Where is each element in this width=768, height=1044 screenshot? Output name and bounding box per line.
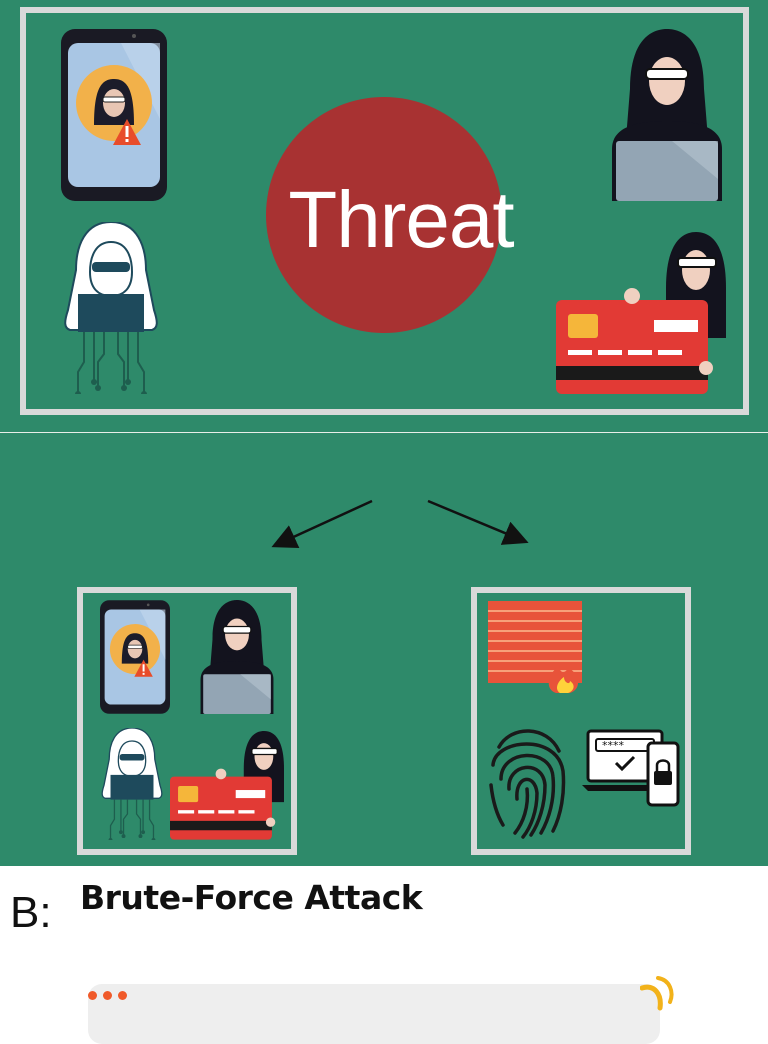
threat-frame (20, 7, 749, 415)
arrow-right (427, 499, 529, 545)
hacker-laptop-icon (612, 29, 722, 201)
signal-arcs-icon (640, 976, 674, 1011)
credit-card-thief-icon (170, 728, 284, 840)
section-b-title: Brute-Force Attack (80, 878, 423, 917)
password-lock-icon: **** (582, 729, 680, 807)
threats-box (77, 587, 297, 855)
threat-circle (266, 97, 502, 333)
section-b-label: B: (10, 888, 52, 937)
hacker-laptop-icon (200, 600, 274, 714)
phone-alert-icon (100, 600, 170, 714)
arrow-left (271, 499, 373, 549)
browser-window-mock (88, 984, 660, 1044)
top-panel: Threat (0, 0, 768, 432)
branch-arrows (271, 499, 529, 549)
window-dot (88, 991, 97, 1000)
hooded-hacker-icon (100, 728, 164, 840)
hooded-hacker-icon (62, 222, 160, 394)
credit-card-thief-icon (556, 228, 726, 394)
defenses-box (471, 587, 691, 855)
firewall-icon (488, 601, 582, 693)
window-dot (103, 991, 112, 1000)
fingerprint-icon (489, 729, 566, 839)
threat-label: Threat (288, 175, 514, 264)
svg-text:****: **** (602, 739, 625, 752)
middle-panel: **** (0, 432, 768, 866)
phone-alert-icon (61, 29, 167, 201)
window-dot (118, 991, 127, 1000)
